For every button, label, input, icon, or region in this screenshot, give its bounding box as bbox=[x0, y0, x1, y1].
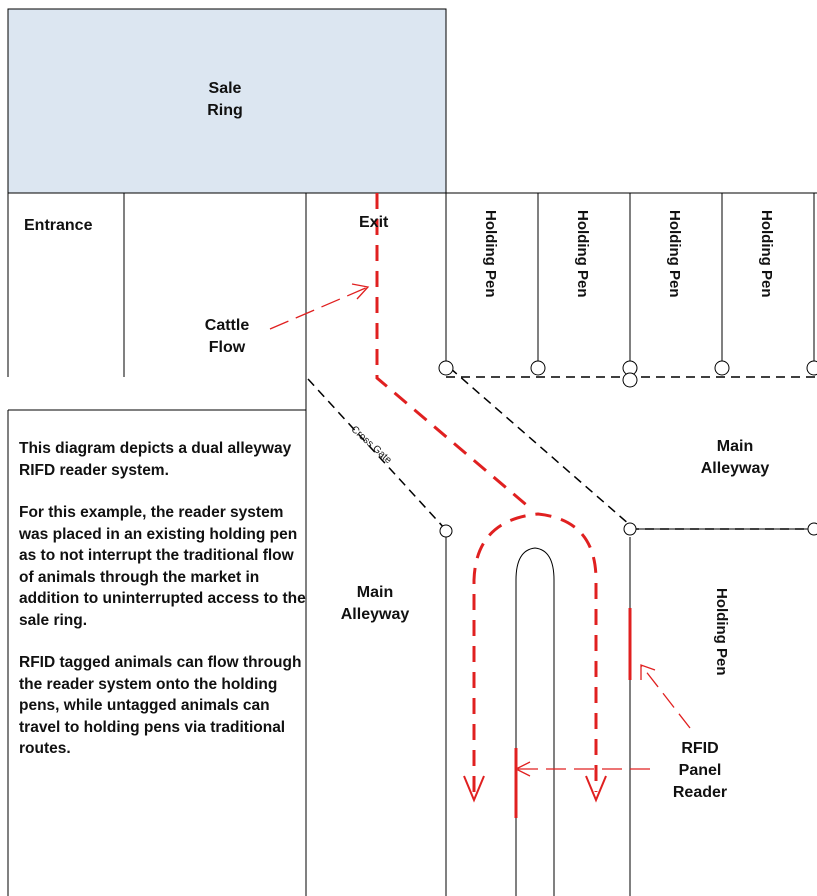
cattle-flow-line-2: Flow bbox=[208, 339, 246, 356]
cattle-flow-label: Cattle Flow bbox=[195, 315, 259, 359]
holding-pen-label-1: Holding Pen bbox=[482, 210, 499, 298]
rfid-reader-line-1: RFID bbox=[681, 740, 719, 757]
cattle-flow-callout bbox=[269, 286, 369, 330]
rfid-reader-line-3: Reader bbox=[672, 784, 728, 801]
main-alleyway-right-line-2: Alleyway bbox=[700, 460, 770, 477]
reader-callout-up bbox=[640, 664, 691, 729]
sale-ring-label: Sale Ring bbox=[200, 78, 250, 122]
note-paragraph-2: For this example, the reader system was … bbox=[19, 504, 306, 629]
main-alleyway-left-line-1: Main bbox=[356, 584, 394, 601]
rfid-reader-label: RFID Panel Reader bbox=[670, 738, 730, 804]
note-paragraph-3: RFID tagged animals can flow through the… bbox=[19, 654, 302, 757]
rfid-reader-line-2: Panel bbox=[678, 762, 722, 779]
description-text: This diagram depicts a dual alleyway RIF… bbox=[19, 438, 309, 781]
main-alleyway-right-line-1: Main bbox=[716, 438, 754, 455]
flow-arrowheads bbox=[463, 775, 607, 803]
main-alleyway-left-line-2: Alleyway bbox=[340, 606, 410, 623]
cattle-flow-line-1: Cattle bbox=[204, 317, 250, 334]
pen-walls bbox=[7, 192, 817, 896]
note-paragraph-1: This diagram depicts a dual alleyway RIF… bbox=[19, 440, 292, 479]
holding-pen-label-5: Holding Pen bbox=[713, 588, 730, 676]
gate-hinges bbox=[438, 360, 817, 538]
sale-ring bbox=[7, 8, 447, 194]
rfid-panels bbox=[514, 608, 632, 818]
cattle-flow-path bbox=[375, 193, 598, 792]
holding-pen-label-4: Holding Pen bbox=[758, 210, 775, 298]
exit-label: Exit bbox=[359, 214, 389, 231]
sale-ring-line-2: Ring bbox=[207, 102, 243, 119]
holding-pen-label-3: Holding Pen bbox=[666, 210, 683, 298]
entrance-label: Entrance bbox=[24, 217, 93, 234]
main-alleyway-label-left: Main Alleyway bbox=[330, 582, 420, 626]
sale-ring-line-1: Sale bbox=[208, 80, 242, 97]
main-alleyway-label-right: Main Alleyway bbox=[690, 436, 780, 480]
holding-pen-label-2: Holding Pen bbox=[574, 210, 591, 298]
